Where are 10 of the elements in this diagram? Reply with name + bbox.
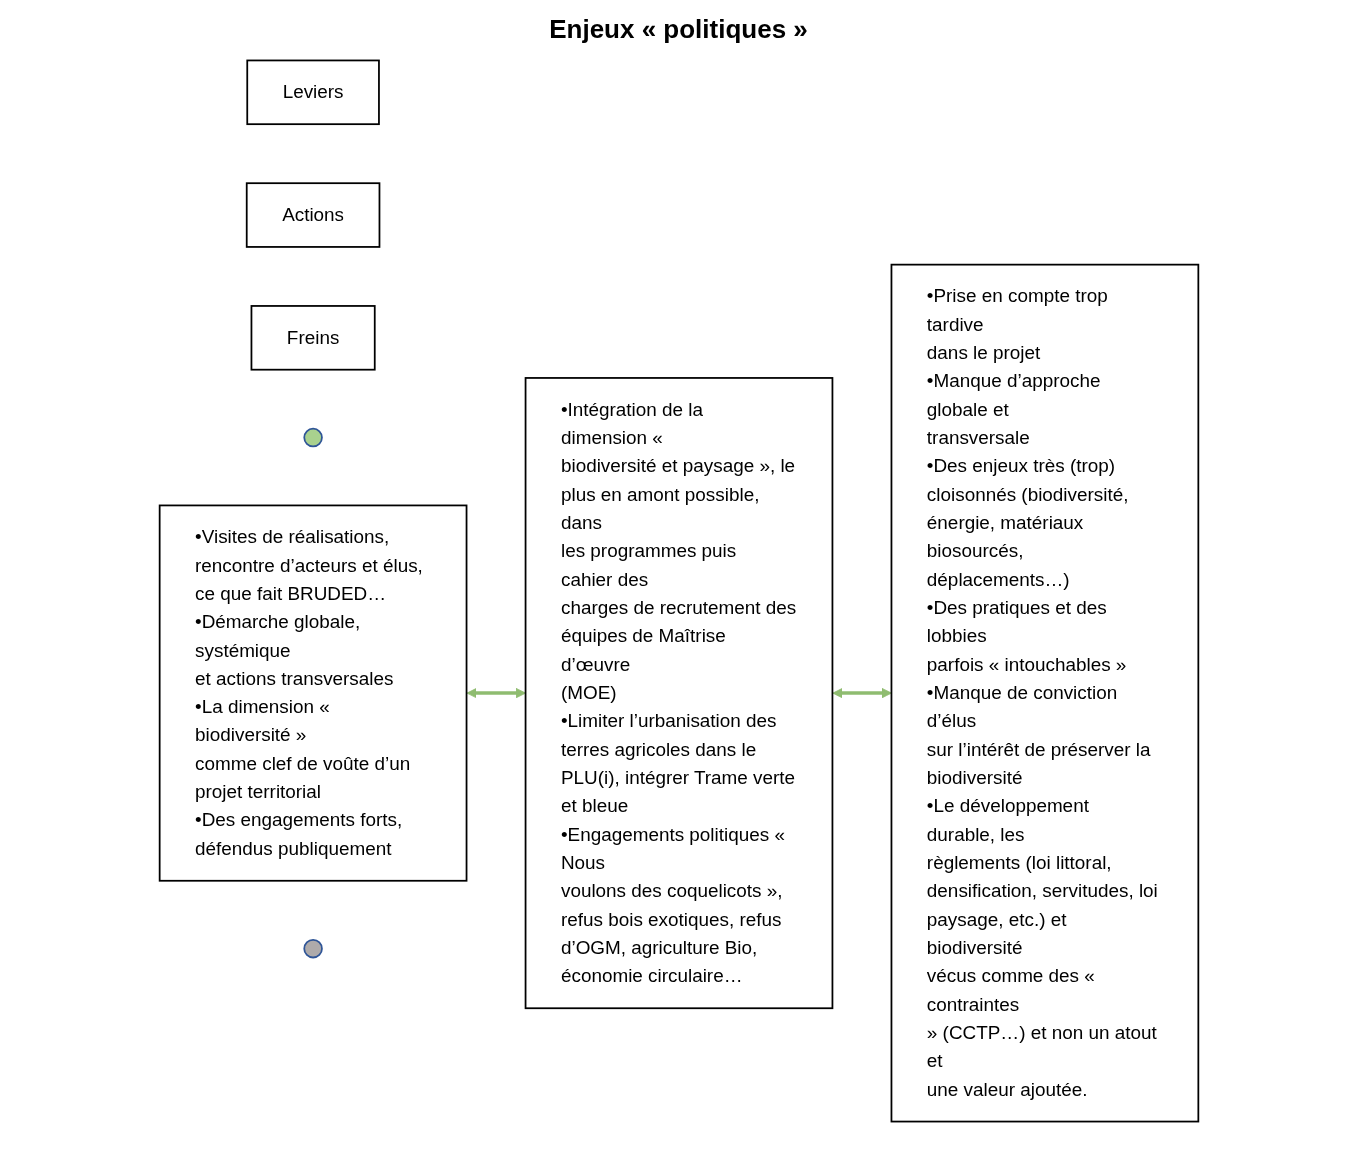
node-box: Leviers [245, 59, 380, 126]
node-box: •Prise en compte trop tardive dans le projet •Manque d’approche globale et transversale •Des enjeux très (trop) cloisonnés (biodiversité, énergie, matériaux biosourcés, déplacements…) •Des pratiques et des lobbies parfois « intouchables » •Manque de conviction d’élus sur l’intérêt de préserver la biodiversité •Le développement durable, les règlements (loi littoral, densification, servitudes, loi paysage, etc.) et biodiversité vécus comme des « contraintes » (CCTP…) et non un atout et une valeur ajoutée. [890, 263, 1199, 1123]
arrow [466, 687, 526, 699]
node-circle [302, 938, 323, 959]
node-box: •Visites de réalisations, rencontre d’acteurs et élus, ce que fait BRUDED… •Démarche globale, systémique et actions transversales •La dimension « biodiversité » comme clef de voûte d’un projet territorial •Des engagements forts, défendus publiquement [158, 504, 467, 882]
node-box: Freins [250, 305, 376, 371]
node-box: •Intégration de la dimension « biodiversité et paysage », le plus en amont possible, dans les programmes puis cahier des charges de recrutement des équipes de Maîtrise d’œuvre (MOE) •Limiter l’urbanisation des terres agricoles dans le PLU(i), intégrer Trame verte et bleue •Engagements politiques « Nous voulons des coquelicots », refus bois exotiques, refus d’OGM, agriculture Bio, économie circulaire… [524, 377, 833, 1010]
diagram-title: Enjeux « politiques » [548, 14, 809, 45]
node-circle [302, 427, 323, 448]
node-box: Actions [245, 182, 380, 248]
